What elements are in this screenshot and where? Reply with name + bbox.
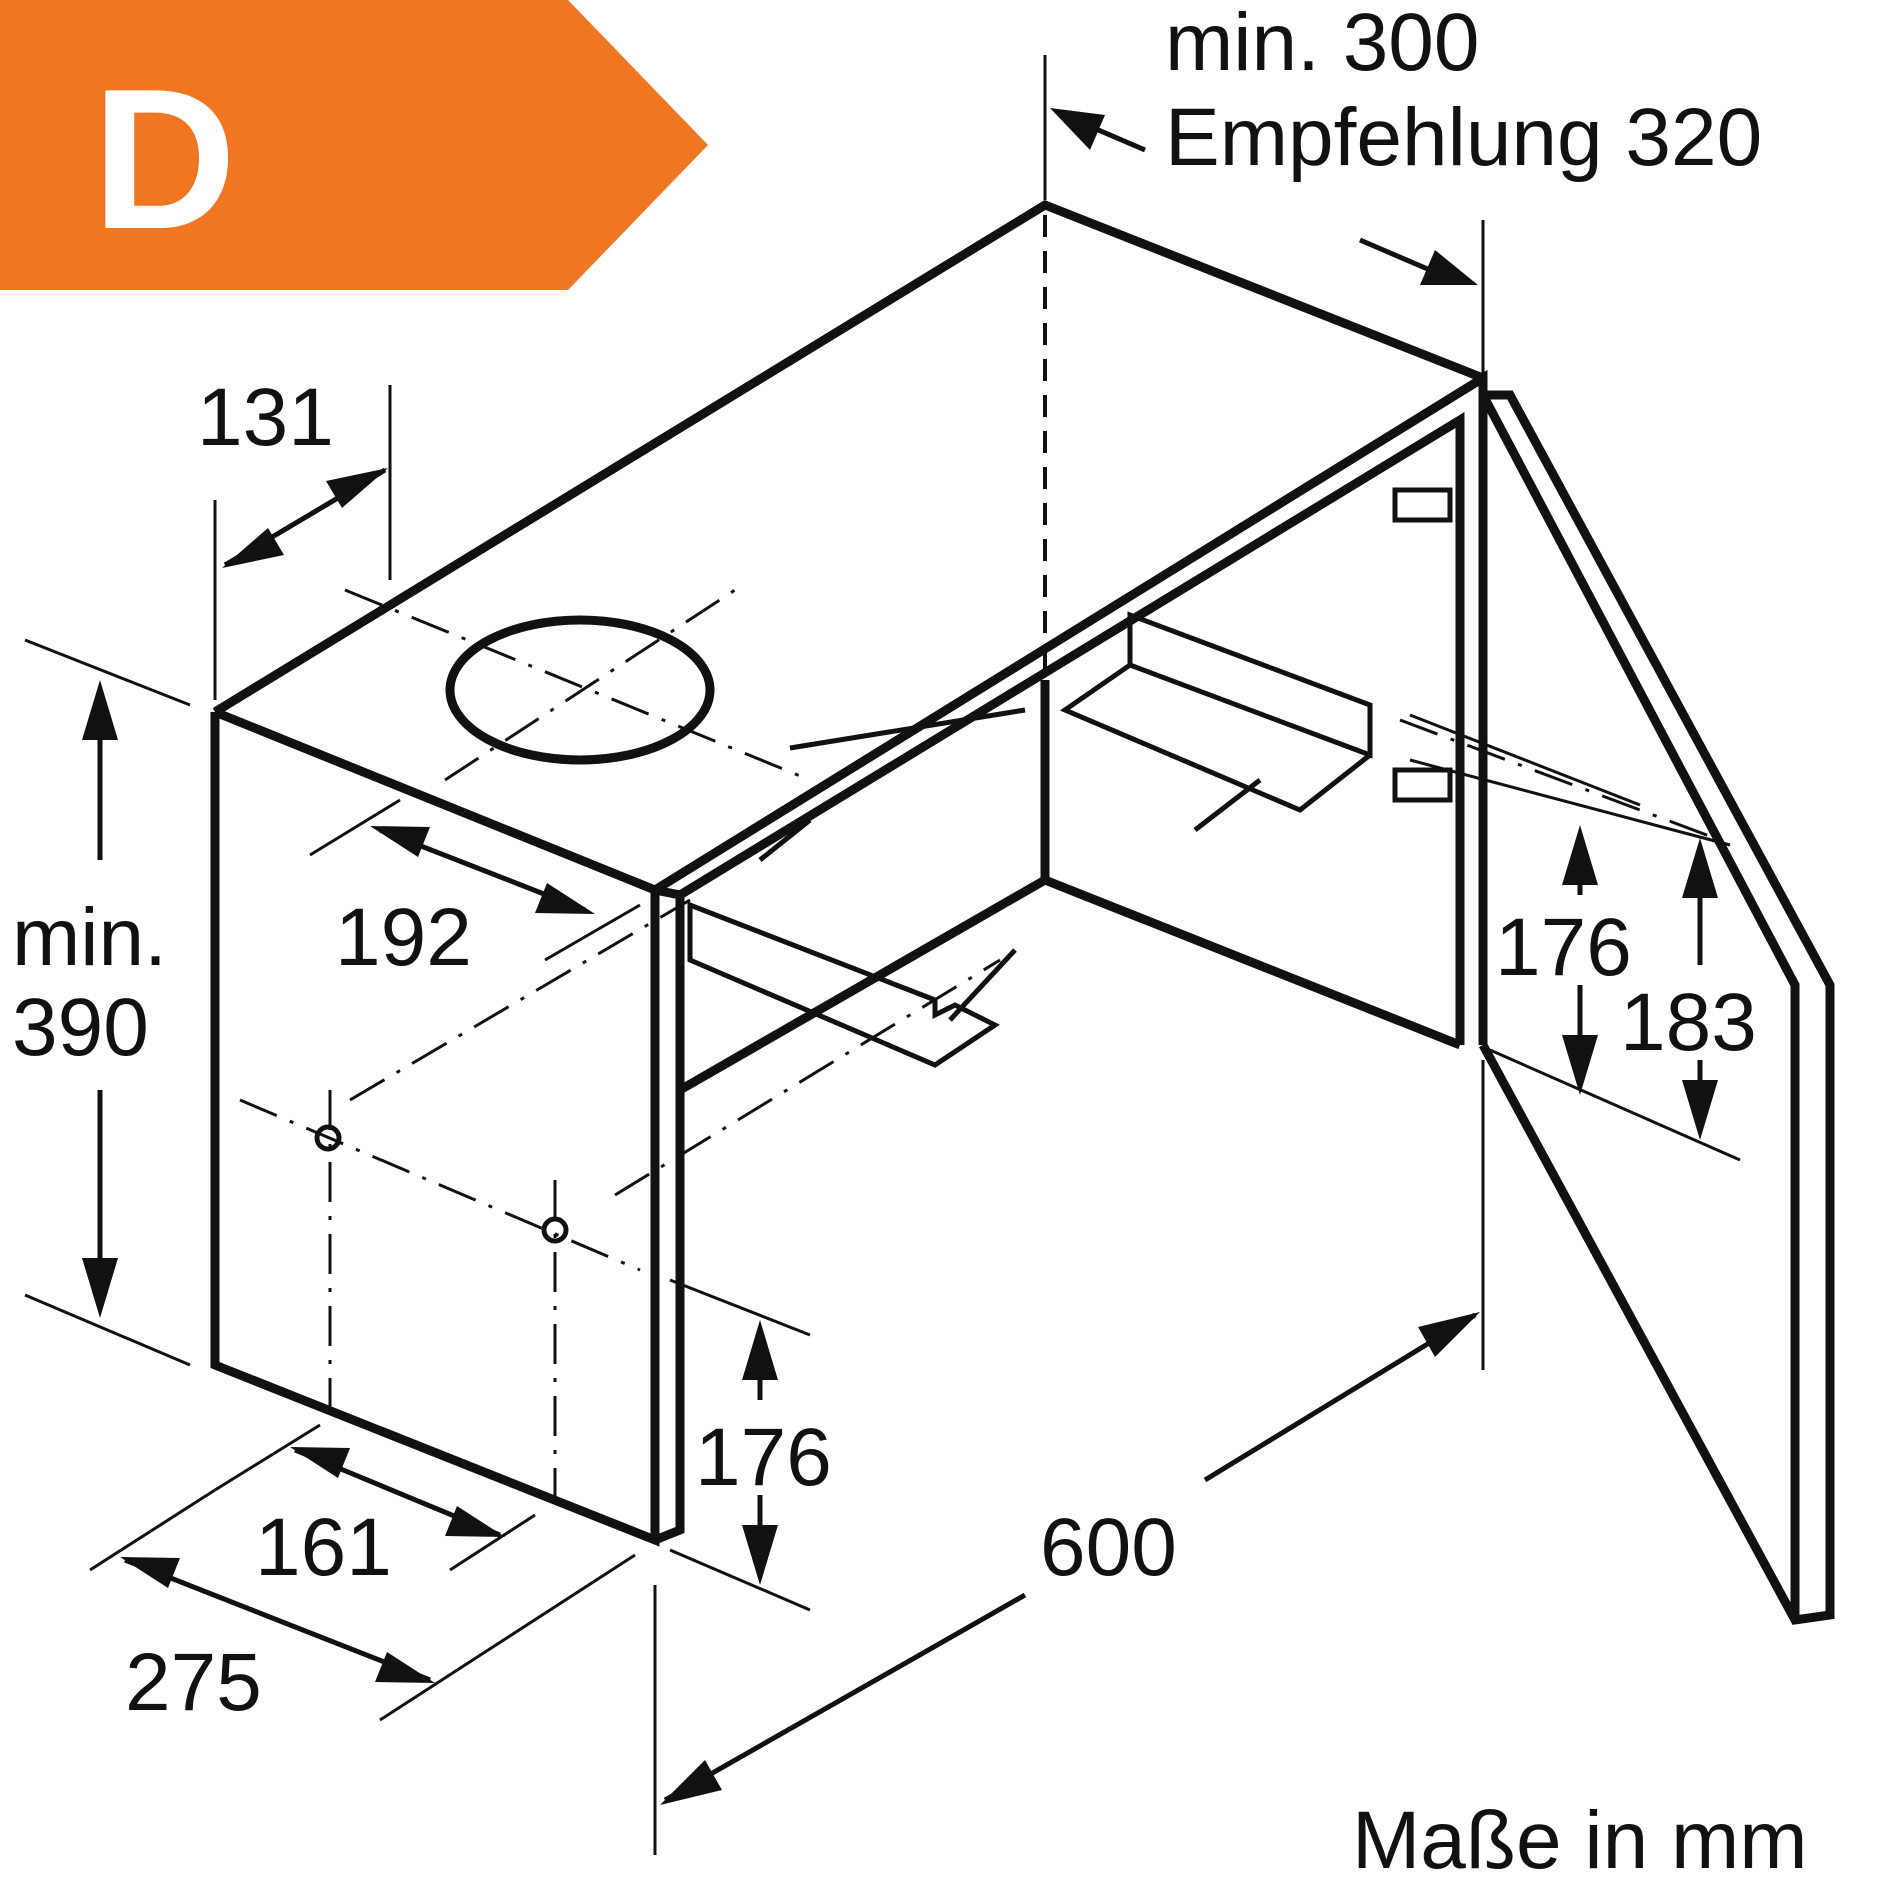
dim-192-label: 192 (335, 892, 472, 983)
arrow-600-right (1418, 1312, 1480, 1357)
cabinet-top-back-edges (212, 199, 1485, 716)
screw-3 (948, 948, 1017, 1022)
arrow-275-left (120, 1557, 180, 1588)
cabinet-top-front-edges (213, 369, 1488, 1045)
cabinet-back-wall (1040, 680, 1462, 1050)
variant-badge: D (0, 0, 708, 290)
arrow-176-down (742, 1525, 778, 1585)
ext-line-161-left (214, 1423, 321, 1492)
dim-161-label: 161 (255, 1502, 392, 1593)
arrow-161-left (290, 1447, 350, 1478)
min-300-label: min. 300 (1165, 0, 1480, 88)
cabinet-left-panel-thickness (653, 885, 685, 1545)
ext-line-161-right (449, 1513, 536, 1572)
arrow-300-right (1420, 250, 1478, 285)
dim-390-label: 390 (12, 982, 149, 1073)
dim-176-left-label: 176 (695, 1412, 832, 1503)
cabinet-door-inner-edge (1479, 392, 1800, 1620)
ext-line-275-right (379, 1553, 636, 1722)
hinge-center-line (1399, 718, 1721, 842)
dim-131-label: 131 (197, 372, 334, 463)
screw-1 (789, 707, 1026, 751)
ext-line-183-bottom (1489, 1048, 1741, 1162)
arrow-176-up (742, 1320, 778, 1380)
duct-opening (344, 588, 811, 782)
dim-183-label: 183 (1620, 977, 1757, 1068)
cabinet-left-panel (210, 712, 660, 1547)
hinge-lower (1392, 767, 1453, 803)
arrow-176r-down (1562, 1035, 1598, 1095)
screw-hole-2 (541, 1216, 569, 1244)
mounting-brackets (687, 487, 1721, 1068)
arrow-131-left (222, 528, 284, 568)
ext-line-192-right (544, 903, 641, 962)
bracket-right (1127, 611, 1373, 759)
leader-300-right (1359, 237, 1431, 273)
duct-center-line-1 (344, 588, 811, 782)
ext-line-176-bottom (669, 1548, 811, 1612)
cabinet-back-bottom-edge (677, 876, 1048, 1094)
duct-center-line-2 (444, 588, 736, 782)
arrow-390-down (82, 1258, 118, 1318)
arrow-192-left (370, 826, 430, 857)
arrow-176r-up (1562, 825, 1598, 885)
dimension-lines (24, 55, 1741, 1855)
cabinet-door (1479, 390, 1835, 1625)
arrow-131-right (326, 468, 388, 508)
arrow-275-right (375, 1652, 435, 1683)
badge-letter: D (92, 48, 236, 271)
recommendation-label: Empfehlung 320 (1165, 92, 1762, 183)
diagonal-arrowheads (120, 468, 1480, 1805)
cabinet (210, 199, 1835, 1625)
screw-2 (758, 818, 812, 862)
dim-line-275 (124, 1557, 431, 1683)
ext-line-183-top (1409, 758, 1731, 847)
arrow-300-left (1050, 108, 1105, 150)
ext-line-176r-top (1409, 713, 1641, 807)
units-note: Maße in mm (1352, 1795, 1808, 1880)
panel-diag-line-2 (614, 958, 1001, 1197)
ext-line-390-top (24, 638, 191, 707)
bracket-left (687, 901, 1000, 1068)
arrow-183-up (1682, 838, 1718, 898)
screw-hole-1 (314, 1124, 342, 1152)
left-panel-center-lines (239, 898, 1001, 1500)
min-390-prefix: min. (12, 892, 167, 983)
ext-line-275-left (89, 1488, 216, 1572)
ext-line-192-left (309, 798, 401, 857)
panel-hole-line (239, 1098, 641, 1272)
dim-275-label: 275 (125, 1637, 262, 1728)
dim-600-label: 600 (1040, 1502, 1177, 1593)
dim-line-600-left (663, 1592, 1027, 1803)
badge-shape (0, 0, 708, 290)
screw-4 (1193, 778, 1262, 832)
arrow-390-up (82, 680, 118, 740)
hinge-upper (1392, 487, 1453, 523)
ext-line-390-bottom (24, 1293, 191, 1367)
arrow-192-right (535, 883, 595, 914)
ext-line-176-top (669, 1278, 811, 1337)
arrow-161-right (445, 1506, 505, 1537)
bracket-right-flange (1059, 662, 1372, 813)
duct-hole (445, 615, 715, 765)
arrow-600-left (660, 1760, 722, 1805)
arrow-183-down (1682, 1080, 1718, 1140)
dimension-labels: min. 300 Empfehlung 320 131 192 min. 390… (12, 0, 1808, 1880)
cabinet-inner-top (677, 411, 1465, 1045)
dim-176-right-label: 176 (1495, 902, 1632, 993)
